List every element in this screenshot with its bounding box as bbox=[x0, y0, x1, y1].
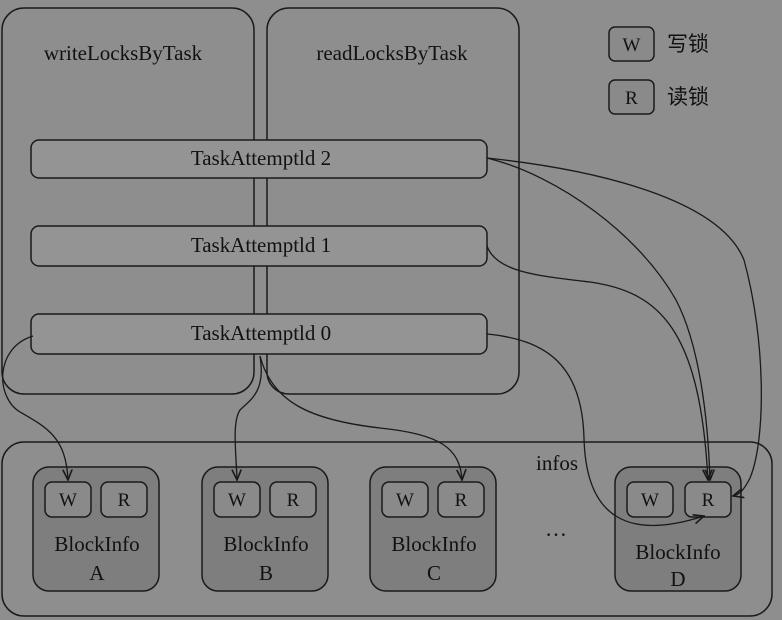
block-info-b: W R BlockInfo B bbox=[201, 466, 329, 592]
connectors bbox=[2, 157, 762, 527]
read-lock-box bbox=[684, 481, 732, 518]
read-locks-panel bbox=[266, 7, 520, 395]
block-info-d: W R BlockInfo D bbox=[614, 466, 742, 592]
block-info-id: A bbox=[89, 561, 105, 585]
write-lock-box bbox=[44, 481, 92, 518]
read-lock-box bbox=[269, 481, 317, 518]
legend-write-glyph: W bbox=[623, 35, 641, 56]
block-info-title: BlockInfo bbox=[391, 532, 476, 556]
write-lock-glyph: W bbox=[228, 490, 246, 511]
arrow-task0-to-c-read bbox=[259, 355, 462, 480]
read-lock-glyph: R bbox=[287, 490, 300, 511]
block-info-a: W R BlockInfo A bbox=[32, 466, 160, 592]
legend-write-box bbox=[608, 26, 655, 62]
legend: W 写锁 R 读锁 bbox=[608, 26, 709, 115]
arrow-task0-to-b-write bbox=[235, 355, 262, 480]
task-bar-2 bbox=[30, 139, 488, 179]
ellipsis-text: … bbox=[545, 516, 567, 541]
block-info-c: W R BlockInfo C bbox=[369, 466, 497, 592]
legend-read-label: 读锁 bbox=[667, 85, 709, 109]
infos-label: infos bbox=[536, 451, 578, 475]
write-lock-glyph: W bbox=[641, 490, 659, 511]
arrow-task2-to-d-read-a bbox=[486, 157, 710, 480]
block-info-id: B bbox=[259, 561, 273, 585]
write-lock-box bbox=[213, 481, 261, 518]
write-locks-panel bbox=[1, 7, 255, 395]
read-lock-glyph: R bbox=[118, 490, 131, 511]
write-locks-title: writeLocksByTask bbox=[44, 41, 203, 65]
block-info-id: C bbox=[427, 561, 441, 585]
arrow-task0-to-a-write bbox=[2, 335, 68, 480]
read-lock-box bbox=[100, 481, 148, 518]
task-bar-1-label: TaskAttemptld 1 bbox=[191, 233, 331, 257]
read-locks-title: readLocksByTask bbox=[316, 41, 468, 65]
task-bar-2-label: TaskAttemptld 2 bbox=[191, 146, 331, 170]
block-info-title: BlockInfo bbox=[635, 540, 720, 564]
block-info-id: D bbox=[670, 567, 685, 591]
legend-write-label: 写锁 bbox=[667, 32, 709, 56]
write-lock-box bbox=[626, 481, 674, 518]
arrow-task0-to-d-read bbox=[486, 333, 704, 527]
read-lock-box bbox=[437, 481, 485, 518]
write-lock-glyph: W bbox=[396, 490, 414, 511]
read-lock-glyph: R bbox=[702, 490, 715, 511]
task-bar-0-label: TaskAttemptld 0 bbox=[191, 321, 331, 345]
write-lock-glyph: W bbox=[59, 490, 77, 511]
read-lock-glyph: R bbox=[455, 490, 468, 511]
arrow-task1-to-d-read bbox=[486, 245, 708, 480]
block-info-title: BlockInfo bbox=[54, 532, 139, 556]
write-lock-box bbox=[381, 481, 429, 518]
legend-read-glyph: R bbox=[625, 88, 638, 109]
block-info-title: BlockInfo bbox=[223, 532, 308, 556]
legend-read-box bbox=[608, 79, 655, 115]
arrow-task2-to-d-read-b bbox=[486, 157, 762, 496]
